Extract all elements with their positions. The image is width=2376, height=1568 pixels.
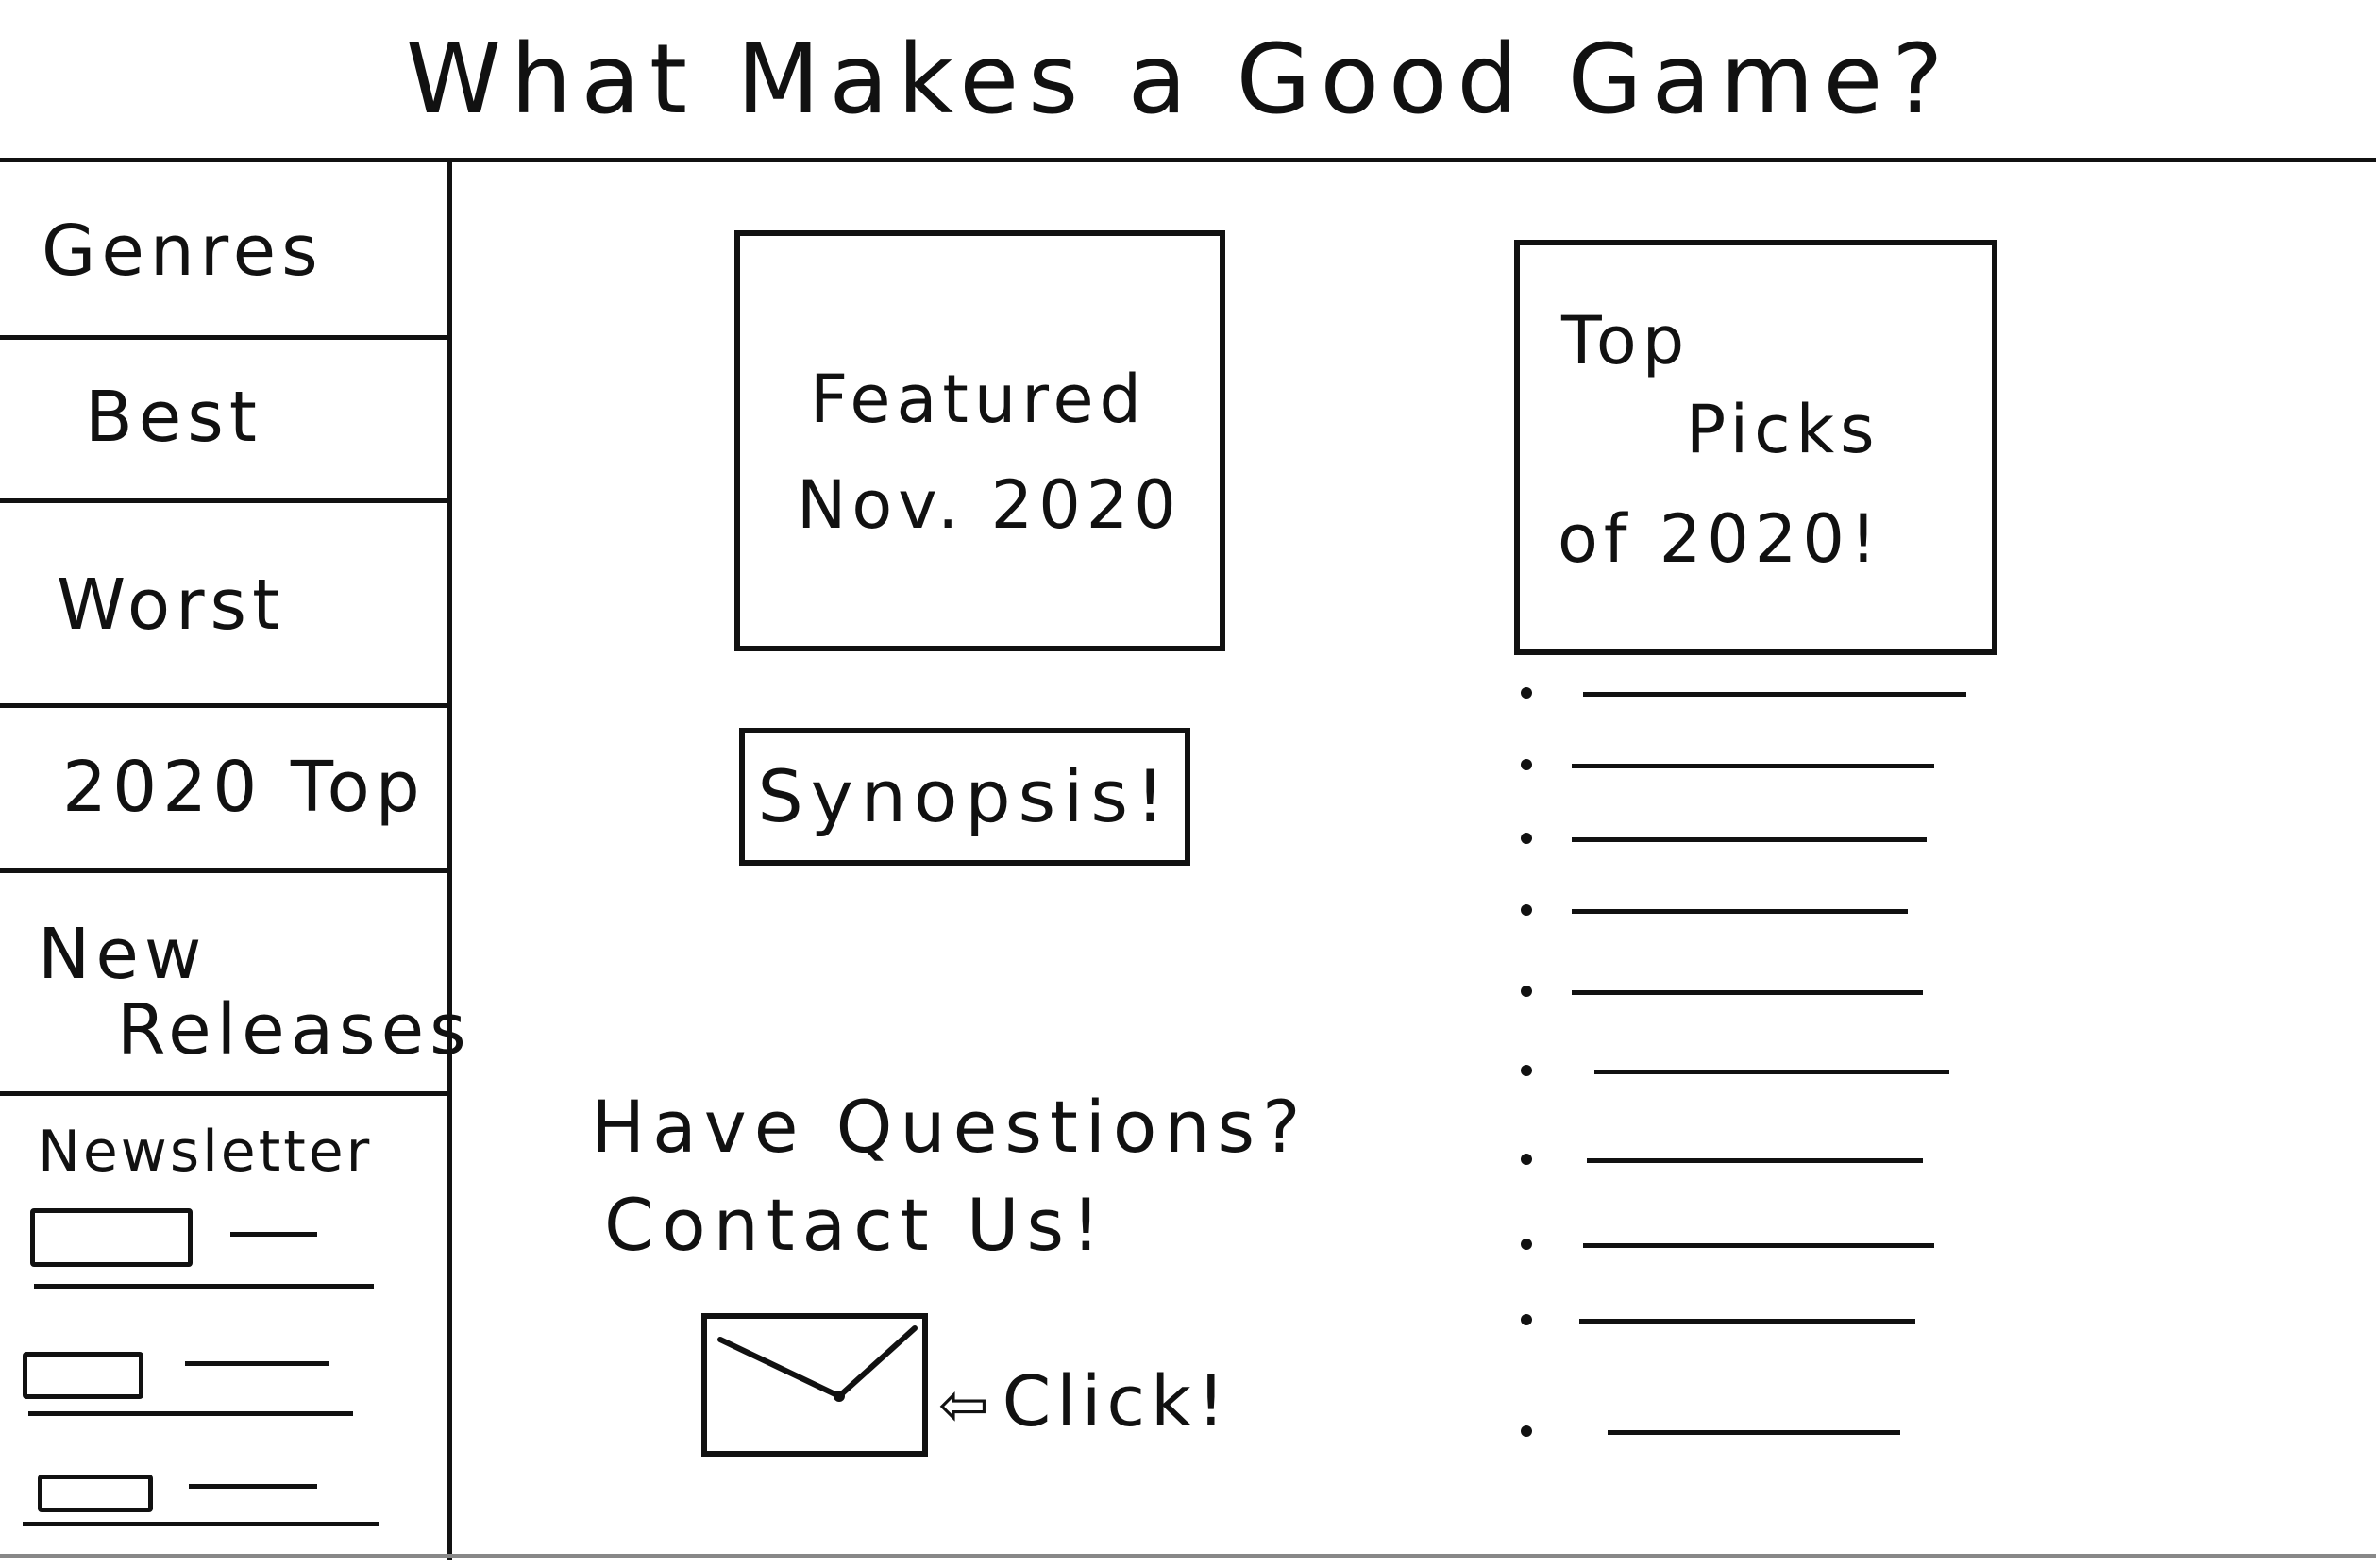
bullet-icon bbox=[1521, 1425, 1532, 1437]
sidebar-item-2020-top[interactable]: 2020 Top bbox=[0, 708, 444, 868]
newsletter-text-line bbox=[34, 1284, 374, 1289]
list-item[interactable] bbox=[1506, 746, 1978, 784]
synopsis-button[interactable]: Synopsis! bbox=[739, 728, 1190, 866]
bullet-icon bbox=[1521, 1154, 1532, 1165]
sidebar-separator bbox=[0, 703, 447, 708]
list-item[interactable] bbox=[1506, 1301, 1978, 1339]
contact-mail-button[interactable] bbox=[701, 1313, 928, 1457]
sidebar-item-label: Worst bbox=[57, 565, 286, 646]
newsletter-text-line bbox=[23, 1522, 379, 1526]
list-item[interactable] bbox=[1506, 891, 1978, 929]
bullet-icon bbox=[1521, 759, 1532, 770]
bullet-icon bbox=[1521, 833, 1532, 844]
newsletter-title-line bbox=[185, 1361, 329, 1366]
bullet-icon bbox=[1521, 986, 1532, 997]
list-item[interactable] bbox=[1506, 1412, 1978, 1450]
top-picks-line3: of 2020! bbox=[1558, 500, 1882, 578]
list-item-line bbox=[1572, 909, 1908, 914]
list-item[interactable] bbox=[1506, 1052, 1978, 1089]
newsletter-thumbnail[interactable] bbox=[38, 1475, 153, 1512]
sidebar-separator bbox=[0, 498, 447, 503]
sidebar-item-label-line1: New bbox=[38, 914, 208, 995]
bullet-icon bbox=[1521, 1065, 1532, 1076]
sidebar-item-label: Newsletter bbox=[38, 1119, 373, 1185]
sidebar-item-genres[interactable]: Genres bbox=[0, 170, 444, 335]
header-divider bbox=[0, 158, 2376, 162]
featured-card[interactable]: Featured Nov. 2020 bbox=[734, 230, 1225, 651]
click-label[interactable]: ⇦Click! bbox=[938, 1359, 1231, 1448]
sidebar-item-label-line2: Releases bbox=[117, 989, 472, 1071]
sidebar-item-newsletter[interactable]: Newsletter bbox=[0, 1095, 444, 1185]
page-title: What Makes a Good Game? bbox=[406, 24, 1953, 136]
contact-subheading: Contact Us! bbox=[604, 1183, 1108, 1267]
newsletter-thumbnail[interactable] bbox=[30, 1208, 193, 1267]
list-item[interactable] bbox=[1506, 819, 1978, 857]
sidebar-item-worst[interactable]: Worst bbox=[0, 503, 444, 701]
sidebar-item-label: Genres bbox=[42, 211, 324, 292]
list-item-line bbox=[1583, 692, 1966, 697]
arrow-left-icon: ⇦ bbox=[938, 1371, 995, 1441]
sidebar-divider bbox=[447, 162, 452, 1560]
envelope-icon bbox=[717, 1325, 918, 1402]
sidebar-item-best[interactable]: Best bbox=[0, 340, 444, 496]
bullet-icon bbox=[1521, 904, 1532, 916]
list-item-line bbox=[1572, 990, 1923, 995]
newsletter-text-line bbox=[28, 1411, 353, 1416]
sidebar-separator bbox=[0, 868, 447, 873]
list-item-line bbox=[1579, 1319, 1915, 1324]
sidebar-item-label: 2020 Top bbox=[62, 747, 426, 828]
list-item-line bbox=[1572, 764, 1934, 768]
footer-divider bbox=[0, 1554, 2376, 1558]
contact-heading: Have Questions? bbox=[591, 1085, 1308, 1169]
list-item-line bbox=[1583, 1243, 1934, 1248]
list-item[interactable] bbox=[1506, 972, 1978, 1010]
sidebar-item-label: Best bbox=[85, 377, 262, 458]
list-item[interactable] bbox=[1506, 1140, 1978, 1178]
sidebar-separator bbox=[0, 1091, 447, 1096]
list-item-line bbox=[1594, 1070, 1949, 1074]
list-item-line bbox=[1608, 1430, 1900, 1435]
sidebar-separator bbox=[0, 335, 447, 340]
top-picks-card[interactable]: Top Picks of 2020! bbox=[1514, 240, 1997, 655]
featured-title: Featured bbox=[810, 361, 1147, 438]
sidebar-item-new-releases[interactable]: New Releases bbox=[0, 873, 466, 1090]
top-picks-line2: Picks bbox=[1686, 391, 1880, 468]
newsletter-title-line bbox=[189, 1484, 317, 1489]
list-item-line bbox=[1587, 1158, 1923, 1163]
list-item[interactable] bbox=[1506, 674, 1978, 712]
newsletter-title-line bbox=[230, 1232, 317, 1237]
newsletter-thumbnail[interactable] bbox=[23, 1352, 143, 1399]
list-item[interactable] bbox=[1506, 1225, 1978, 1263]
list-item-line bbox=[1572, 837, 1927, 842]
bullet-icon bbox=[1521, 1239, 1532, 1250]
top-picks-line1: Top bbox=[1561, 302, 1691, 379]
bullet-icon bbox=[1521, 1314, 1532, 1325]
featured-date: Nov. 2020 bbox=[797, 466, 1182, 544]
click-label-text: Click! bbox=[1002, 1361, 1231, 1442]
bullet-icon bbox=[1521, 687, 1532, 699]
